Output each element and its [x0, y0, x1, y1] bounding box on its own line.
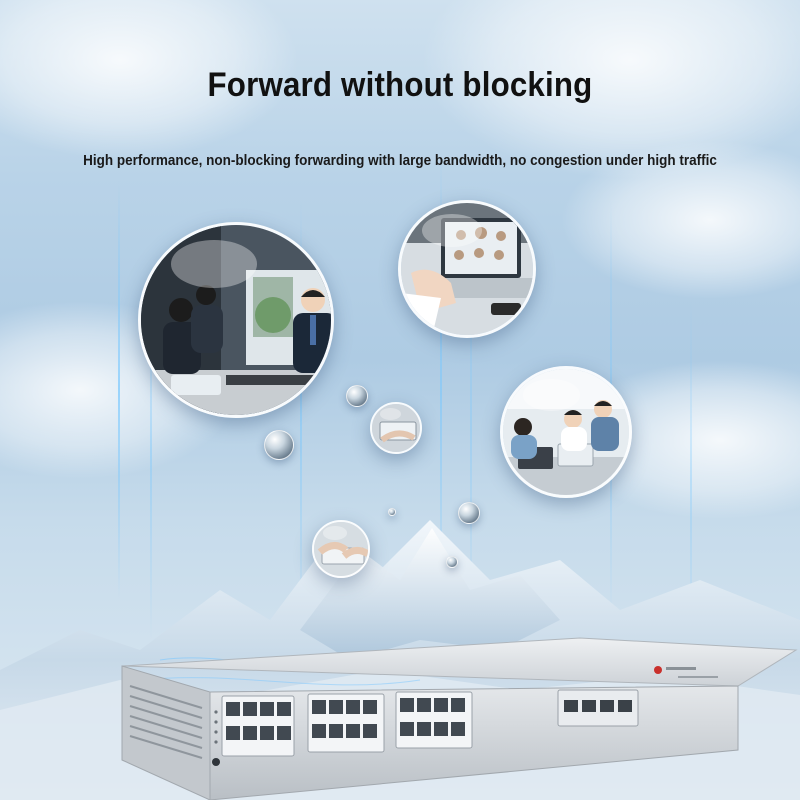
sfp-port-group	[557, 689, 639, 727]
video-conference-illustration	[401, 203, 533, 335]
light-beam	[300, 200, 302, 640]
brand-logo-icon	[654, 666, 718, 678]
office-meeting-bubble	[138, 222, 334, 418]
light-beam	[150, 260, 152, 640]
small-keyboard-bubble	[370, 402, 422, 454]
page-subtitle: High performance, non-blocking forwardin…	[83, 152, 717, 169]
light-beam	[440, 150, 442, 630]
floating-orb	[458, 502, 480, 524]
team-collaboration-bubble	[500, 366, 632, 498]
network-switch	[121, 637, 798, 800]
floating-orb	[346, 385, 368, 407]
page-title: Forward without blocking	[207, 66, 593, 104]
floating-orb	[388, 508, 396, 516]
light-beam	[470, 230, 472, 630]
light-beam	[690, 300, 692, 660]
floating-orb	[264, 430, 294, 460]
office-meeting-illustration	[141, 225, 331, 415]
small-hands-bubble	[312, 520, 370, 578]
cloud	[560, 140, 800, 300]
floating-orb	[446, 556, 458, 568]
video-conference-bubble	[398, 200, 536, 338]
light-beam	[118, 180, 120, 600]
team-collaboration-illustration	[503, 369, 629, 495]
